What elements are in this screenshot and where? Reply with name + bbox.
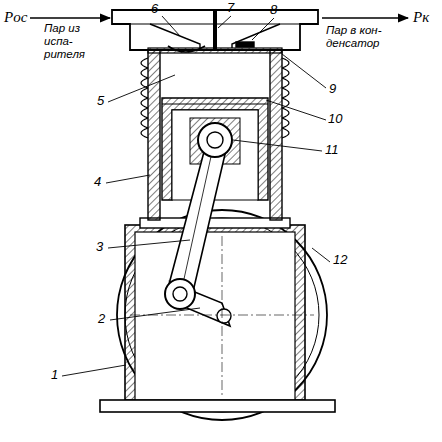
callout-number: 6 [151, 2, 158, 17]
callout-number: 12 [333, 253, 347, 268]
flow-label: Пар в кон- денсатор [326, 24, 392, 50]
callout-number: 10 [328, 112, 342, 127]
valve-plate [148, 48, 282, 53]
cylinder-wall [148, 50, 160, 220]
discharge-valve [236, 42, 254, 47]
callout-number: 2 [98, 312, 105, 327]
piston-pin [198, 123, 232, 157]
pressure-symbol: Pос [4, 9, 27, 26]
head-partition [213, 10, 217, 50]
callout-number: 11 [325, 143, 339, 158]
cylinder-wall [270, 50, 282, 220]
callout-number: 7 [227, 1, 234, 16]
inlet-arrow [30, 17, 110, 18]
connecting-rod [168, 148, 226, 296]
valve-chamber [150, 24, 280, 48]
cylinder-head [112, 10, 318, 50]
outlet-arrow [322, 17, 408, 18]
center-line [222, 236, 223, 396]
pressure-symbol: Pк [413, 9, 429, 26]
center-line [130, 315, 314, 316]
callout-number: 3 [96, 240, 103, 255]
piston-ring [162, 104, 268, 105]
flywheel-rim [125, 218, 319, 412]
cylinder-flange [140, 218, 290, 228]
callout-number: 8 [270, 3, 277, 18]
base-plate [100, 400, 335, 412]
crankcase [125, 225, 305, 400]
callout-number: 5 [97, 94, 104, 109]
flow-label: Пар из испа- рителя [44, 22, 108, 62]
crankcase-cavity [135, 232, 295, 400]
leader-lines [62, 16, 330, 376]
crank-pin-bore [173, 287, 187, 301]
pin-bore [207, 132, 223, 148]
pin-boss [190, 118, 240, 164]
callout-number: 1 [51, 368, 58, 383]
main-shaft [217, 309, 231, 323]
callout-number: 4 [94, 175, 101, 190]
crank-pin [165, 279, 195, 309]
rod-axis [182, 152, 212, 288]
callout-number: 9 [329, 82, 336, 97]
